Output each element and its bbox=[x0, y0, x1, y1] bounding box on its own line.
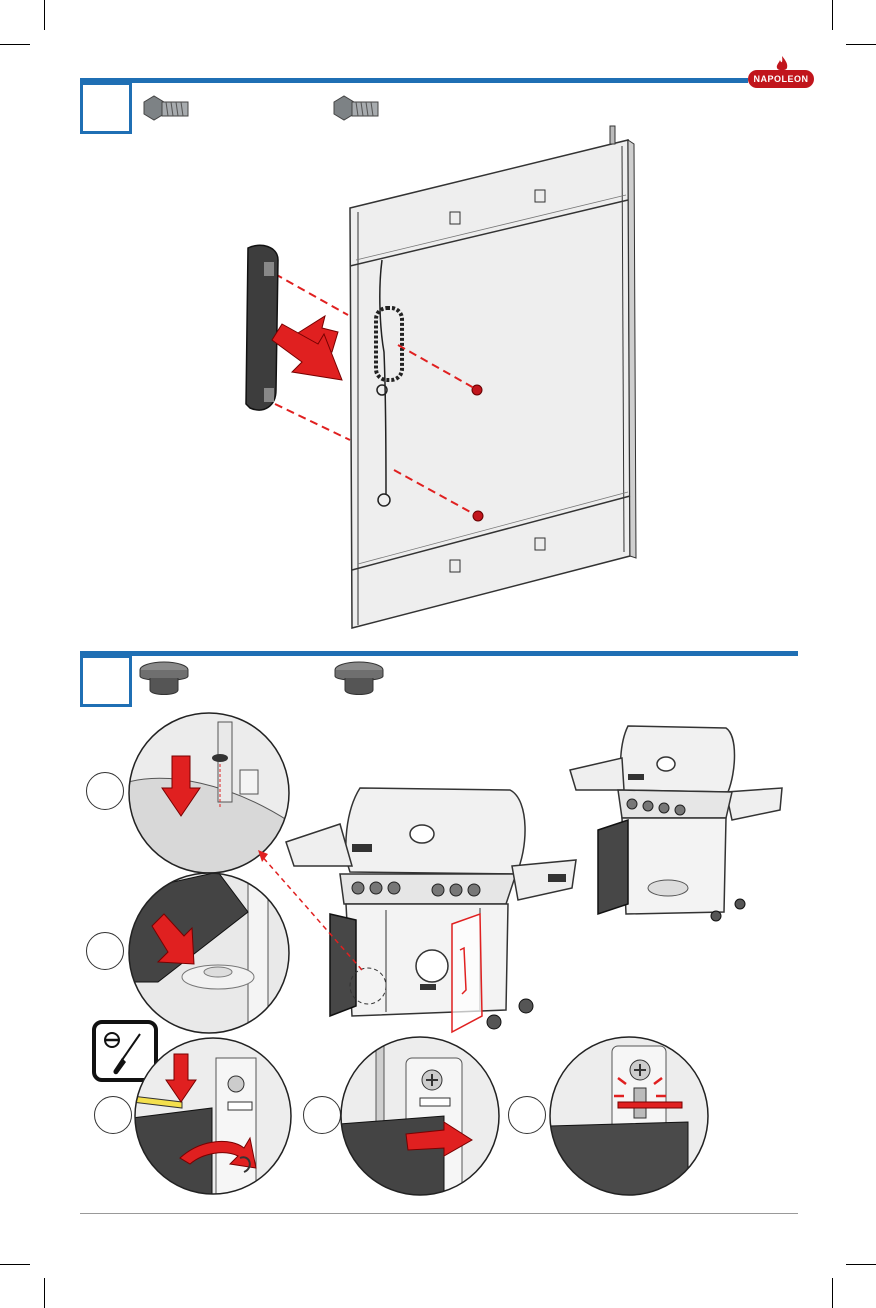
rubber-bumper-icon bbox=[333, 660, 385, 700]
detail-step-marker bbox=[86, 932, 124, 970]
detail-view-bumper-insert bbox=[128, 712, 290, 874]
crop-mark bbox=[0, 44, 30, 45]
detail-step-marker bbox=[508, 1096, 546, 1134]
napoleon-logo: NAPOLEON bbox=[748, 70, 814, 88]
crop-mark bbox=[44, 1278, 45, 1308]
section-divider bbox=[80, 78, 748, 83]
rubber-bumper-icon bbox=[138, 660, 190, 700]
footer-rule bbox=[80, 1213, 798, 1214]
grill-main-illustration bbox=[280, 770, 590, 1035]
step-number-box bbox=[80, 82, 132, 134]
crop-mark bbox=[0, 1264, 30, 1265]
hex-bolt-icon bbox=[140, 92, 196, 132]
section-divider bbox=[80, 651, 798, 656]
crop-mark bbox=[832, 1278, 833, 1308]
crop-mark bbox=[846, 44, 876, 45]
crop-mark bbox=[832, 0, 833, 30]
crop-mark bbox=[846, 1264, 876, 1265]
red-arrow-icon bbox=[272, 322, 342, 384]
detail-view-door-locked bbox=[548, 1036, 710, 1196]
detail-step-marker bbox=[94, 1096, 132, 1134]
detail-view-screwdriver-release bbox=[132, 1038, 294, 1194]
detail-view-door-slide bbox=[340, 1036, 500, 1196]
flame-icon bbox=[772, 56, 792, 72]
detail-step-marker bbox=[86, 772, 124, 810]
grill-complete-illustration bbox=[566, 718, 786, 922]
crop-mark bbox=[44, 0, 45, 30]
detail-view-door-on-bumper bbox=[128, 872, 290, 1034]
step-number-box bbox=[80, 655, 132, 707]
detail-step-marker bbox=[303, 1096, 341, 1134]
